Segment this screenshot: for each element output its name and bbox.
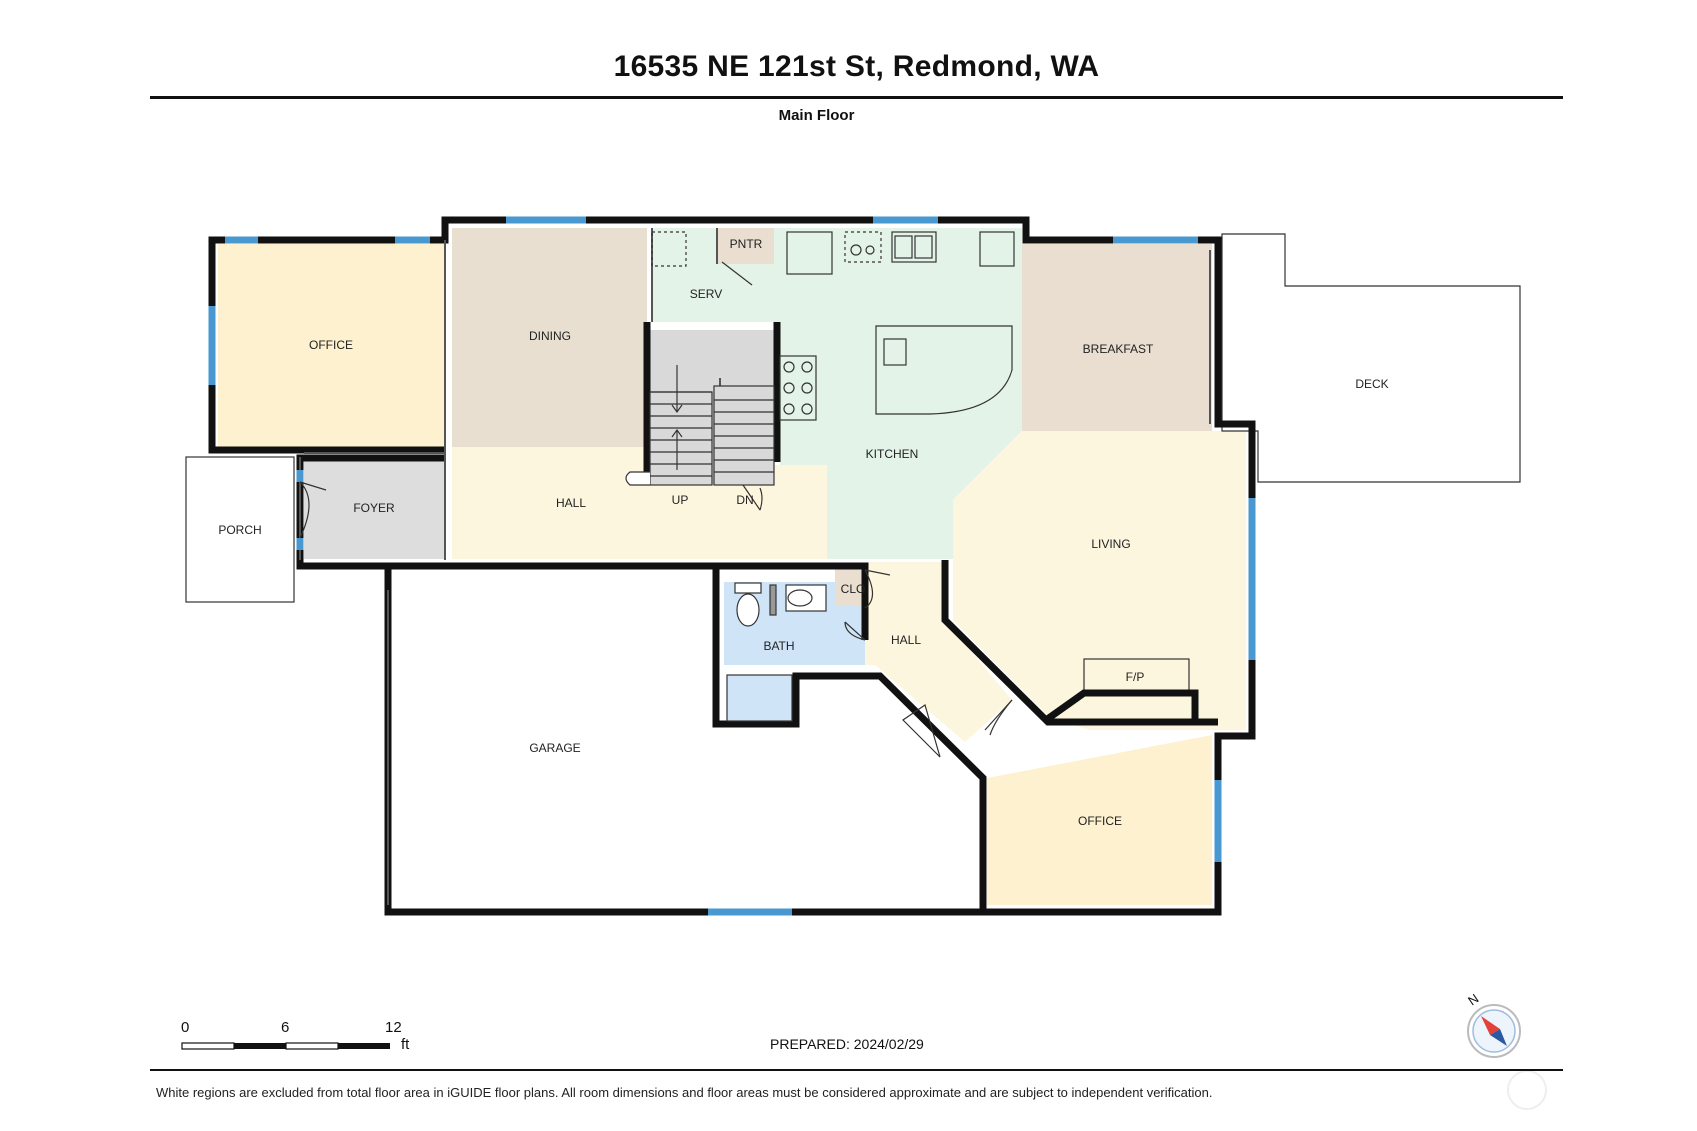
wall-kitchen-hall <box>941 560 1218 726</box>
room-fills <box>218 228 1246 905</box>
label-serv: SERV <box>690 287 722 301</box>
label-fp: F/P <box>1126 670 1145 684</box>
scale-label-0: 0 <box>181 1019 190 1036</box>
label-pntr: PNTR <box>730 237 763 251</box>
office-1-room <box>218 244 445 447</box>
label-hall-lower: HALL <box>891 633 921 647</box>
label-garage: GARAGE <box>529 741 580 755</box>
office-2-room <box>987 735 1212 905</box>
disclaimer: White regions are excluded from total fl… <box>156 1085 1213 1100</box>
watermark-logo-icon <box>1507 1070 1547 1110</box>
compass-icon: N <box>1465 991 1521 1058</box>
pntr-room <box>717 228 774 264</box>
foyer-room <box>304 455 445 559</box>
living-room <box>953 431 1246 730</box>
dining-room <box>452 228 647 447</box>
wall-north <box>296 216 1256 916</box>
porch-outline <box>185 456 295 603</box>
breakfast-room <box>1022 244 1212 431</box>
page-title: 16535 NE 121st St, Redmond, WA <box>613 50 1100 83</box>
label-hall-main: HALL <box>556 496 586 510</box>
doors <box>299 261 1013 758</box>
label-breakfast: BREAKFAST <box>1083 342 1154 356</box>
compass-north-label: N <box>1465 991 1481 1009</box>
label-porch: PORCH <box>218 523 261 537</box>
bath-fixtures <box>726 582 827 722</box>
windows <box>208 216 1256 916</box>
staircase <box>625 365 775 486</box>
label-office-1: OFFICE <box>309 338 353 352</box>
label-dn: DN <box>736 493 753 507</box>
kitchen-room <box>777 228 1022 559</box>
label-foyer: FOYER <box>353 501 395 515</box>
label-living: LIVING <box>1091 537 1130 551</box>
scale-label-12: 12 <box>385 1019 402 1036</box>
wall-bath-top <box>716 562 869 640</box>
label-kitchen: KITCHEN <box>866 447 919 461</box>
wall-fp <box>1043 689 1199 723</box>
kitchen-fixtures <box>651 231 1015 421</box>
label-deck: DECK <box>1355 377 1388 391</box>
room-labels: OFFICE DINING SERV PNTR BREAKFAST DECK K… <box>218 237 1388 828</box>
floor-name: Main Floor <box>778 107 855 124</box>
label-clo: CLO <box>841 582 866 596</box>
scale-unit: ft <box>401 1036 410 1053</box>
walls <box>208 216 1256 916</box>
scale-label-6: 6 <box>281 1019 290 1036</box>
wall-garage-top <box>388 562 987 910</box>
label-office-2: OFFICE <box>1078 814 1122 828</box>
deck-outline <box>1221 233 1521 483</box>
label-bath: BATH <box>763 639 794 653</box>
label-up: UP <box>672 493 689 507</box>
title-rule <box>150 96 1563 99</box>
label-dining: DINING <box>529 329 571 343</box>
hall-lower-room <box>865 562 1012 742</box>
footer-rule <box>150 1069 1563 1071</box>
scale-bar <box>181 1042 390 1050</box>
prepared-date: PREPARED: 2024/02/29 <box>770 1036 924 1052</box>
clo-room <box>835 566 865 606</box>
